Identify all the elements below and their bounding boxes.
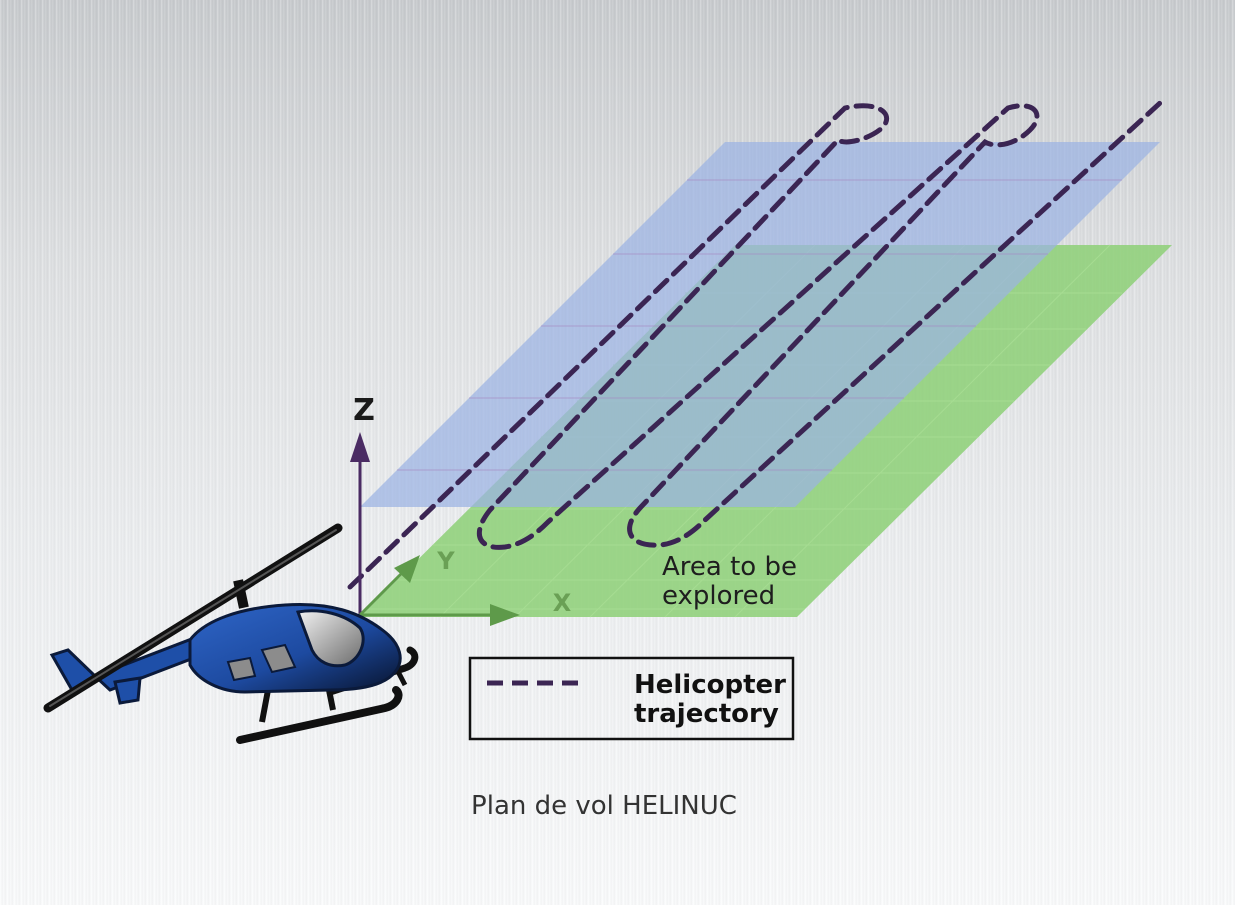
z-axis-label: Z <box>353 393 375 428</box>
figure-caption: Plan de vol HELINUC <box>471 791 737 821</box>
area-label-line1: Area to be <box>662 552 797 582</box>
legend-box <box>468 656 795 741</box>
y-axis-label: Y <box>436 547 455 575</box>
legend: Helicopter trajectory <box>468 656 795 741</box>
y-axis-arrowhead <box>394 555 420 583</box>
area-label: Area to be explored <box>662 552 797 611</box>
z-axis-arrowhead <box>350 432 370 462</box>
x-axis-arrowhead <box>490 604 520 626</box>
coordinate-axes: Z Y X <box>350 393 572 626</box>
helicopter-trajectory <box>347 100 1163 590</box>
x-axis-label: X <box>553 589 572 617</box>
helicopter-icon <box>43 523 419 744</box>
legend-label-line2: trajectory <box>634 699 779 729</box>
area-label-line2: explored <box>662 581 775 611</box>
legend-label-line1: Helicopter <box>634 670 786 700</box>
y-axis <box>358 568 407 617</box>
